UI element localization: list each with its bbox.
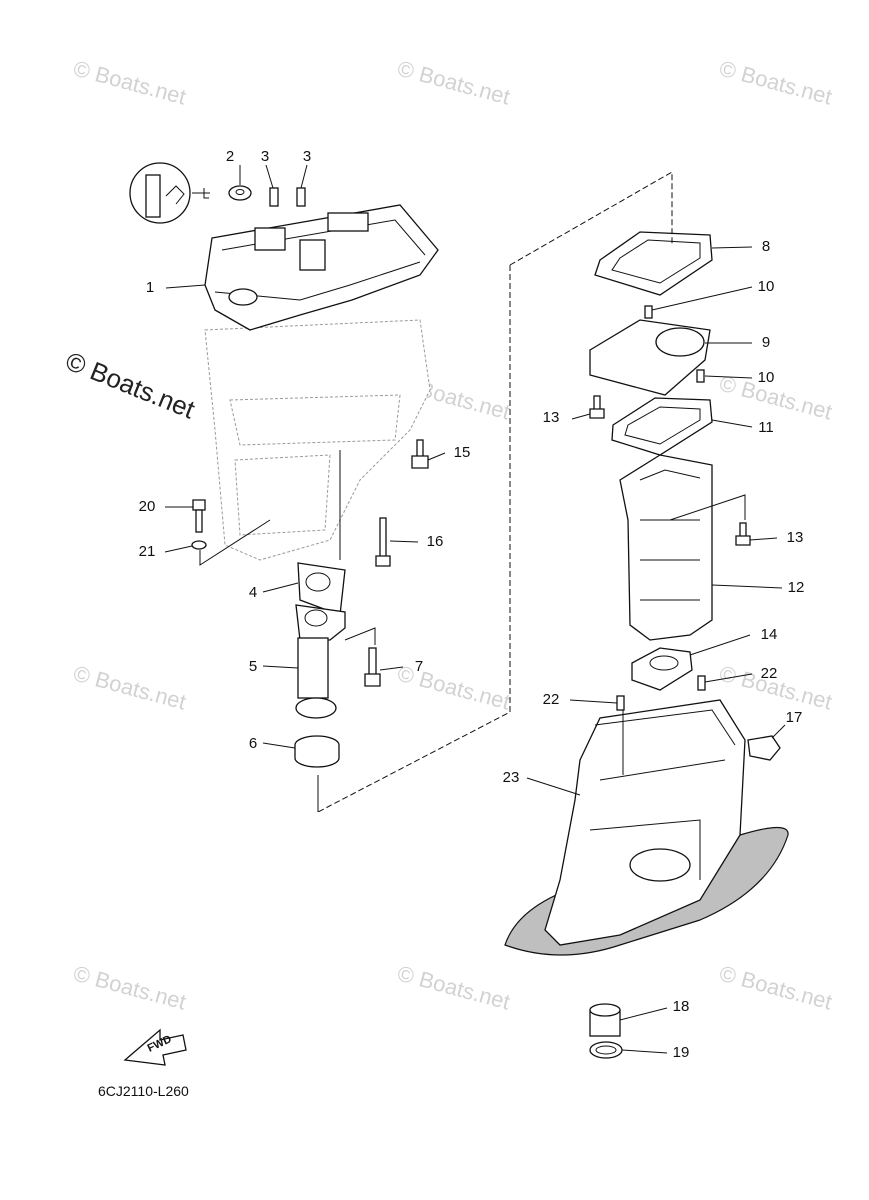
part-7-bolt [364, 647, 381, 687]
callout-6: 6 [248, 735, 258, 752]
part-11-gasket [611, 397, 713, 456]
callout-15: 15 [453, 444, 471, 461]
part-10-dowel [644, 305, 705, 383]
callout-3: 3 [260, 148, 270, 165]
part-23-upper-casing [504, 699, 789, 956]
part-5-water-tube [295, 604, 346, 719]
callout-11: 11 [758, 419, 774, 436]
inset-detail [129, 162, 210, 224]
callout-13b: 13 [786, 529, 804, 546]
part-17-plug [747, 735, 781, 761]
reference-lines [199, 171, 746, 813]
part-16-bolt [375, 517, 391, 567]
callout-17: 17 [785, 709, 803, 726]
callout-1: 1 [145, 279, 155, 296]
callout-2: 2 [225, 148, 235, 165]
callout-4: 4 [248, 584, 258, 601]
callout-5: 5 [248, 658, 258, 675]
part-6-oil-seal [294, 735, 340, 768]
callout-16: 16 [426, 533, 444, 550]
callout-13: 13 [542, 409, 560, 426]
part-19-circlip [589, 1041, 623, 1059]
leader-lines [164, 164, 786, 1054]
part-2-washer [228, 185, 252, 201]
callout-18: 18 [672, 998, 690, 1015]
part-3-dowel-pins [269, 187, 306, 207]
callout-19: 19 [672, 1044, 690, 1061]
part-20-bolt [192, 499, 206, 533]
callout-14: 14 [760, 626, 778, 643]
part-18-spline-gear [589, 1003, 621, 1037]
callout-8: 8 [761, 238, 771, 255]
callout-10b: 10 [757, 369, 775, 386]
diagram-code: 6CJ2110-L260 [98, 1083, 189, 1099]
engine-block-ghost [204, 319, 431, 561]
callout-3b: 3 [302, 148, 312, 165]
fwd-arrow-icon [123, 1028, 187, 1066]
part-15-bolt [411, 439, 429, 469]
part-13-bolt [589, 395, 751, 546]
callout-23: 23 [502, 769, 520, 786]
callout-22: 22 [760, 665, 778, 682]
callout-20: 20 [138, 498, 156, 515]
callout-21: 21 [138, 543, 156, 560]
callout-7: 7 [414, 658, 424, 675]
part-1-upper-casing [204, 204, 439, 331]
callout-9: 9 [761, 334, 771, 351]
part-12-exhaust-guide [619, 454, 713, 641]
part-9-plate [589, 319, 711, 396]
callout-22b: 22 [542, 691, 560, 708]
callout-12: 12 [787, 579, 805, 596]
callout-10: 10 [757, 278, 775, 295]
part-14-grommet [631, 647, 693, 691]
part-8-gasket [594, 231, 713, 296]
part-21-washer [191, 540, 207, 550]
